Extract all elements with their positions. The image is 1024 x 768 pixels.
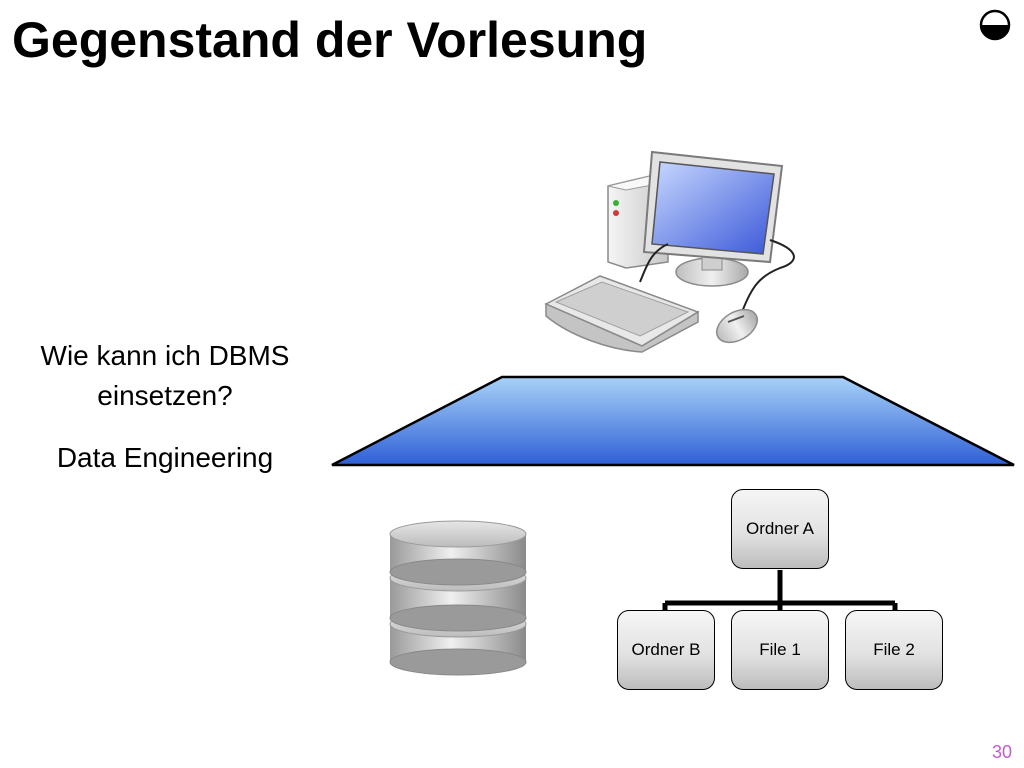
question-text: Wie kann ich DBMS einsetzen? [0, 336, 330, 416]
tree-node-child: Ordner B [617, 610, 715, 690]
question-line: Wie kann ich DBMS [40, 340, 290, 371]
tree-node-root: Ordner A [731, 489, 829, 569]
tree-node-child: File 2 [845, 610, 943, 690]
half-filled-circle-icon [979, 9, 1011, 41]
page-number: 30 [991, 742, 1012, 762]
abstraction-platform [331, 375, 1015, 467]
subject-label: Data Engineering [56, 442, 274, 473]
question-line: einsetzen? [97, 380, 233, 411]
desktop-computer-icon [544, 150, 795, 353]
slide-title: Gegenstand der Vorlesung [12, 12, 648, 68]
tree-node-child: File 1 [731, 610, 829, 690]
database-stack-icon [389, 520, 527, 676]
tree-connectors [662, 570, 898, 610]
